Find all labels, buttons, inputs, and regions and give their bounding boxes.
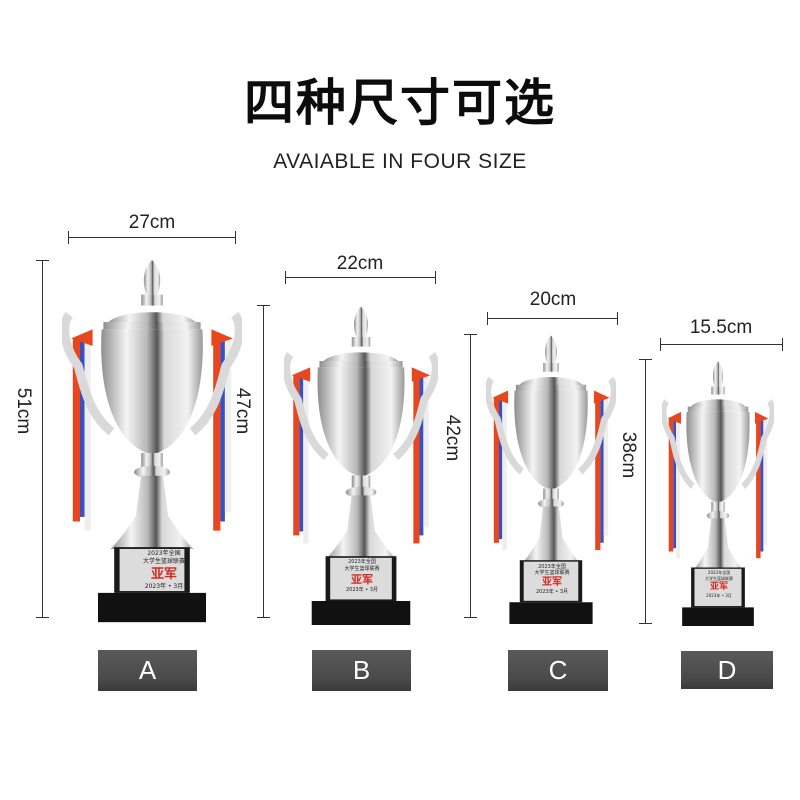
height-dimension-line-d [639,359,652,624]
plaque-line1: 2023年全国 [538,564,566,570]
size-tag-d: D [681,651,773,689]
trophy-image-d [662,360,774,626]
plaque-award: 亚军 [709,582,728,592]
plaque-line2: 大学生篮球联赛 [344,566,380,572]
width-dimension-line-b [285,271,436,284]
trophy-icon [662,361,774,626]
height-label-a: 51cm [13,387,34,435]
plaque-a: 2023年全国 大学生篮球联赛 亚军 2023年 • 3月 [128,550,200,591]
plaque-date: 2023年 • 3月 [706,593,732,598]
plaque-award: 亚军 [351,573,373,586]
trophy-image-b [284,305,438,625]
trophy-image-c [486,334,616,624]
height-label-d: 38cm [618,431,639,479]
size-tag-b: B [312,650,411,691]
width-dimension-line-a [68,231,236,244]
page-title: 四种尺寸可选 [244,74,556,132]
plaque-b: 2023年全国 大学生篮球联赛 亚军 2023年 • 3月 [330,559,394,594]
plaque-award: 亚军 [150,567,177,582]
height-dimension-line-c [464,334,477,618]
plaque-date: 2023年 • 3月 [345,587,379,593]
plaque-line2: 大学生篮球联赛 [534,570,570,576]
height-dimension-line-a [36,260,49,618]
plaque-award: 亚军 [542,577,562,588]
width-label-b: 22cm [336,253,384,274]
size-tag-c: C [508,650,608,691]
trophy-icon [486,335,616,624]
trophy-image-a [62,258,242,624]
plaque-line2: 大学生篮球联赛 [142,558,185,565]
width-dimension-line-c [487,312,618,325]
plaque-date: 2023年 • 3月 [144,583,184,590]
width-label-c: 20cm [529,289,577,310]
plaque-line2: 大学生篮球联赛 [705,576,733,581]
width-dimension-line-d [660,338,783,351]
size-tag-a: A [98,650,197,691]
plaque-date: 2023年 • 3月 [535,589,569,595]
plaque-line1: 2023年全国 [348,559,376,565]
plaque-line1: 2023年全国 [147,550,181,557]
plaque-line1: 2023年全国 [707,570,731,575]
plaque-d: 2023年全国 大学生篮球联赛 亚军 2023年 • 3月 [694,570,744,599]
height-label-b: 47cm [232,387,253,435]
width-label-a: 27cm [128,212,176,233]
width-label-d: 15.5cm [689,317,753,338]
height-dimension-line-b [257,305,270,618]
height-label-c: 42cm [442,414,463,462]
page-subtitle: AVAIABLE IN FOUR SIZE [273,150,527,173]
trophy-icon [284,306,438,625]
plaque-c: 2023年全国 大学生篮球联赛 亚军 2023年 • 3月 [523,564,581,595]
trophy-icon [62,259,242,623]
